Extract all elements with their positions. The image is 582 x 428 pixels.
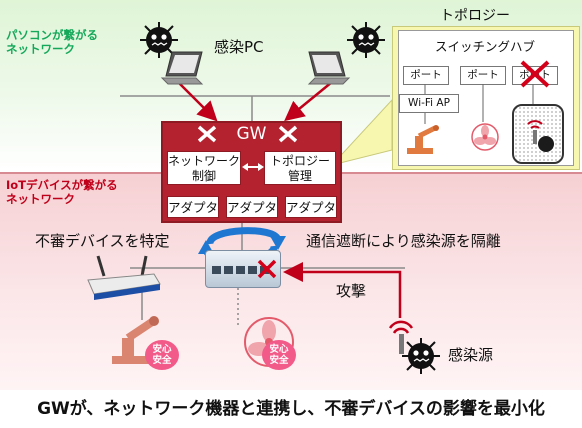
- adapter-3: アダプタ: [285, 196, 337, 218]
- virus-icon: [402, 338, 440, 374]
- virus-icon: [140, 22, 178, 58]
- isolated-device: [512, 104, 564, 164]
- robot-arm-icon: [112, 316, 159, 364]
- laptop-icon: [160, 51, 204, 85]
- adapter-2: アダプタ: [226, 196, 278, 218]
- cross-icon: [197, 125, 217, 143]
- safe-badge: 安心 安全: [145, 340, 179, 370]
- topology-management-box: トポロジー 管理: [264, 151, 336, 185]
- sensor-icon: [388, 320, 414, 354]
- wifi-ap-box: Wi-Fi AP: [399, 94, 459, 113]
- infected-pc-label: 感染PC: [214, 38, 264, 56]
- pc-network-label: パソコンが繋がる ネットワーク: [6, 28, 98, 56]
- robot-arm-icon: [407, 125, 439, 154]
- wifi-router-icon: [87, 255, 161, 300]
- safe-badge: 安心 安全: [262, 340, 296, 370]
- connection-lines: [120, 81, 405, 325]
- infection-source-label: 感染源: [448, 346, 494, 364]
- identify-device-label: 不審デバイスを特定: [35, 232, 170, 250]
- network-control-box: ネットワーク 制御: [167, 151, 241, 185]
- infected-sensor-icon: [527, 120, 554, 152]
- cross-icon: [257, 259, 277, 279]
- topology-title: トポロジー: [440, 8, 510, 24]
- footer-caption: GWが、ネットワーク機器と連携し、不審デバイスの影響を最小化: [0, 390, 582, 428]
- fan-icon: [471, 123, 499, 151]
- port-1: ポート: [403, 66, 449, 85]
- adapter-1: アダプタ: [167, 196, 219, 218]
- port-2: ポート: [460, 66, 506, 85]
- virus-icon: [347, 22, 385, 58]
- attack-label: 攻撃: [336, 282, 367, 300]
- laptop-icon: [307, 51, 351, 85]
- iot-network-label: IoTデバイスが繋がる ネットワーク: [6, 178, 118, 206]
- gw-title: GW: [236, 124, 267, 144]
- cross-icon: [520, 60, 550, 88]
- switching-hub-label: スイッチングハブ: [434, 39, 535, 54]
- topology-lines: [424, 84, 534, 124]
- bidirectional-arrow-icon: [242, 163, 264, 171]
- cross-icon: [278, 125, 298, 143]
- isolate-label: 通信遮断により感染源を隔離: [306, 232, 501, 250]
